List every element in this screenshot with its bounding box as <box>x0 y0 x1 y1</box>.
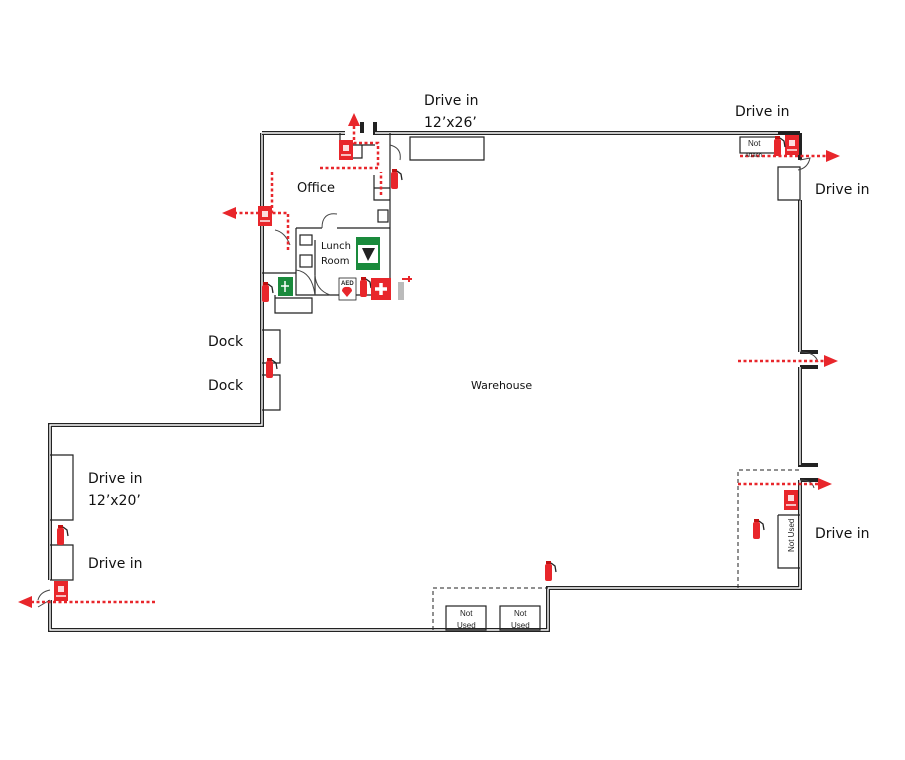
not-used-box-2 <box>499 605 541 631</box>
not-used-label: Not Used <box>787 519 796 552</box>
fire-extinguisher-icon <box>390 168 403 190</box>
fire-exit-sign-icon <box>258 206 272 226</box>
aed-icon <box>338 277 357 301</box>
fire-exit-sign-icon <box>339 140 353 160</box>
not-used-label: Used <box>457 621 476 630</box>
evacuation-routes <box>18 113 840 608</box>
emergency-shower-icon <box>278 277 293 296</box>
fire-extinguisher-icon <box>56 524 69 546</box>
drive-in-label: Drive in <box>88 471 143 487</box>
aed-label: AED <box>341 281 354 287</box>
drive-in-size-label: 12’x20’ <box>88 493 141 509</box>
dock-label: Dock <box>208 378 244 394</box>
fire-extinguisher-icon <box>773 135 786 157</box>
dashed-area-bottom <box>432 587 548 630</box>
warehouse-label: Warehouse <box>471 379 532 392</box>
not-used-label: Used <box>511 621 530 630</box>
fire-exit-sign-icon <box>785 135 799 155</box>
fire-extinguisher-icon <box>261 281 274 303</box>
fire-alarm-icon <box>398 276 412 300</box>
drive-in-label: Drive in <box>424 93 479 109</box>
drive-in-label: Drive in <box>815 182 870 198</box>
lunch-room-label: Lunch <box>321 241 351 252</box>
fire-extinguisher-icon <box>544 560 557 582</box>
fire-extinguisher-icon <box>359 276 372 298</box>
office-label: Office <box>297 181 335 196</box>
first-aid-icon <box>371 278 391 300</box>
not-used-box-1 <box>445 605 487 631</box>
not-used-label: Not <box>460 609 473 618</box>
dock-label: Dock <box>208 334 244 350</box>
drive-in-label: Drive in <box>815 526 870 542</box>
fire-extinguisher-icon <box>752 518 765 540</box>
drive-in-label: Drive in <box>88 556 143 572</box>
not-label: Attach <box>745 153 762 159</box>
exterior-walls <box>37 122 819 632</box>
tornado-shelter-sign-icon <box>356 237 380 270</box>
not-label: Not <box>748 139 761 148</box>
drive-in-size-label: 12’x26’ <box>424 115 477 131</box>
not-used-label: Not <box>514 609 527 618</box>
drive-in-label: Drive in <box>735 104 790 120</box>
lunch-room-label: Room <box>321 256 349 267</box>
fire-exit-sign-icon <box>784 490 798 510</box>
fire-exit-sign-icon <box>54 581 68 601</box>
